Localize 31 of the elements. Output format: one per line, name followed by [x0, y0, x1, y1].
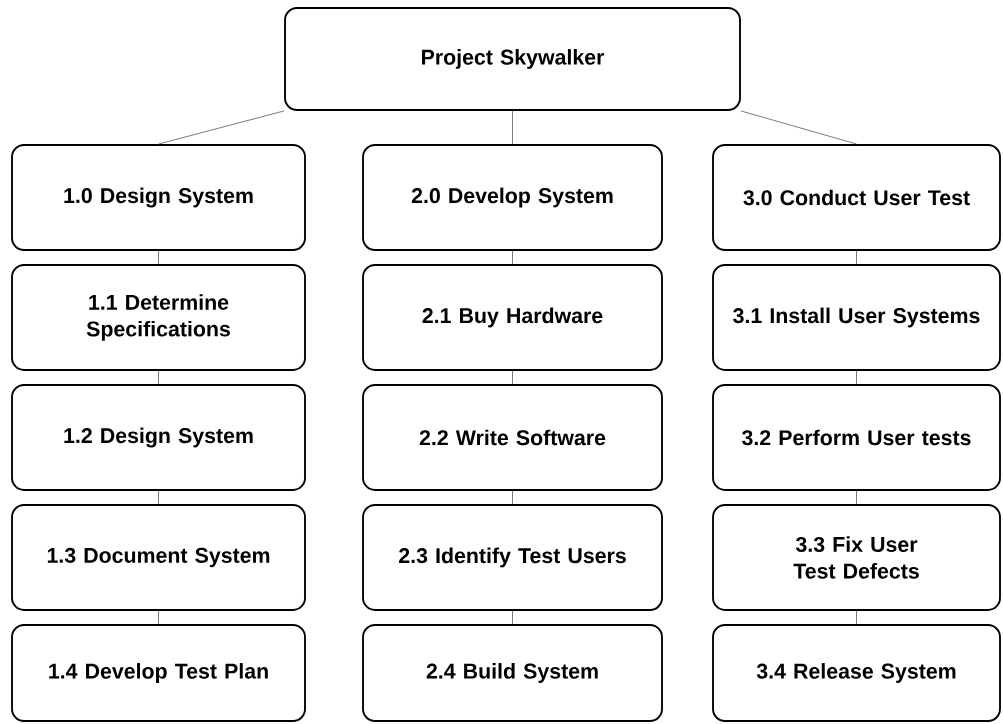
process-box: Project Skywalker — [284, 7, 741, 111]
connector-line — [856, 250, 857, 265]
process-box: 1.1 Determine Specifications — [11, 264, 306, 371]
process-box: 3.0 Conduct User Test — [712, 144, 1001, 251]
process-box: 1.2 Design System — [11, 384, 306, 491]
process-box: 3.3 Fix User Test Defects — [712, 504, 1001, 611]
process-box: 1.4 Develop Test Plan — [11, 624, 306, 722]
process-box: 2.2 Write Software — [362, 384, 663, 491]
connector-line — [856, 610, 857, 625]
connector-line — [740, 110, 857, 145]
connector-line — [512, 610, 513, 625]
connector-line — [158, 250, 159, 265]
process-box: 1.3 Document System — [11, 504, 306, 611]
process-box: 2.0 Develop System — [362, 144, 663, 251]
connector-line — [856, 490, 857, 505]
connector-line — [158, 110, 285, 145]
connector-line — [512, 110, 513, 145]
process-box: 1.0 Design System — [11, 144, 306, 251]
connector-line — [158, 370, 159, 385]
process-box: 3.1 Install User Systems — [712, 264, 1001, 371]
connector-line — [512, 370, 513, 385]
connector-line — [512, 250, 513, 265]
connector-line — [512, 490, 513, 505]
process-box: 2.4 Build System — [362, 624, 663, 722]
process-box: 2.1 Buy Hardware — [362, 264, 663, 371]
connector-line — [158, 610, 159, 625]
process-box: 3.4 Release System — [712, 624, 1001, 722]
process-box: 3.2 Perform User tests — [712, 384, 1001, 491]
connector-line — [856, 370, 857, 385]
connector-line — [158, 490, 159, 505]
process-box: 2.3 Identify Test Users — [362, 504, 663, 611]
